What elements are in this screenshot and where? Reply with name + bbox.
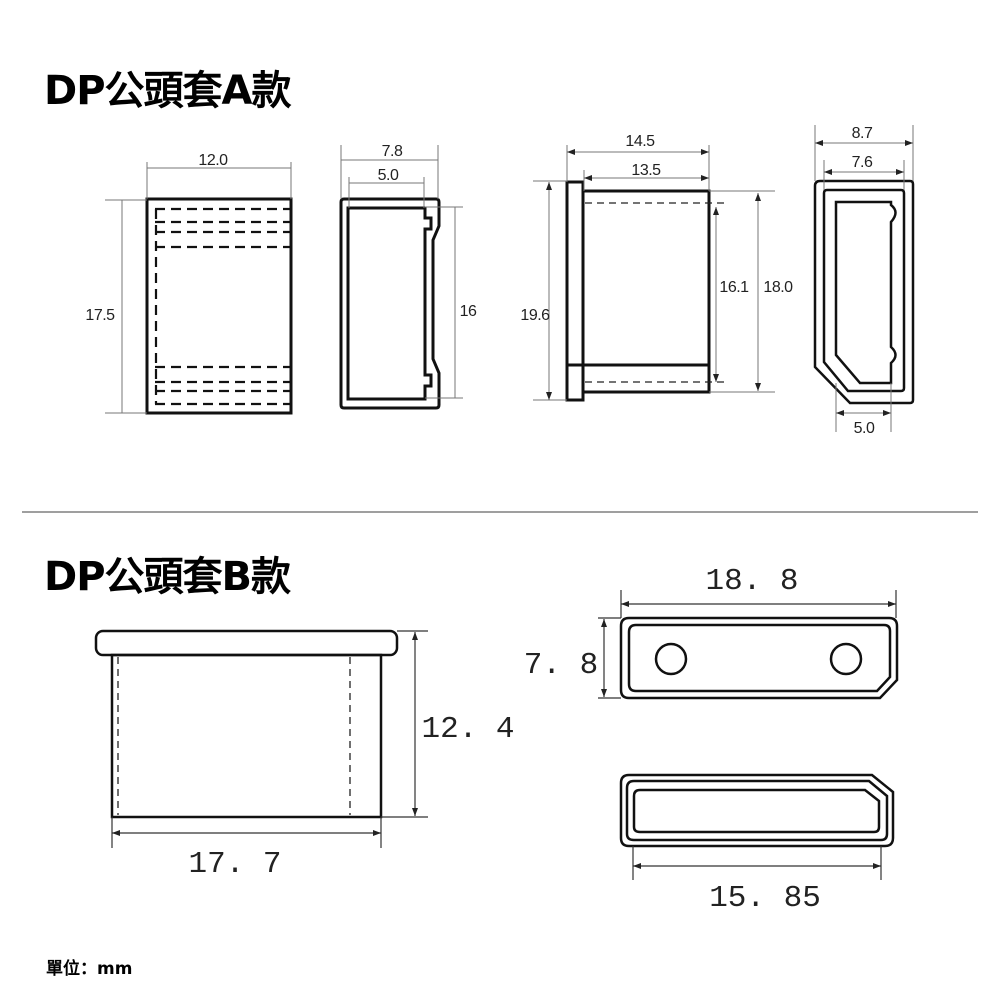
a-profile-flange-height-label: 19.6 [520,307,550,324]
a-side-inner-width-label: 5.0 [378,167,399,184]
b-top-width-label: 18. 8 [705,564,798,599]
a-side-height-label: 16 [460,303,477,320]
a-end-opening-width-label: 5.0 [854,420,875,437]
section-b-title: DP公頭套B款 [44,554,291,600]
a-profile-total-length-label: 14.5 [625,133,655,150]
a-side-outer-width-label: 7.8 [382,143,403,160]
a-side-view: 7.8 5.0 16 [339,143,478,410]
a-profile-view: 14.5 13.5 19.6 16.1 18.0 [520,133,794,402]
a-front-view: 12.0 17.5 [85,152,293,415]
a-end-inner-width-label: 7.6 [852,154,873,171]
a-profile-inner-height-label: 16.1 [719,279,749,296]
a-front-width-label: 12.0 [198,152,228,169]
unit-label: 單位：mm [46,959,133,979]
a-profile-body-length-label: 13.5 [631,162,661,179]
b-top-view: 18. 8 7. 8 [524,564,899,700]
b-end-view: 15. 85 [619,773,895,916]
b-side-height-label: 12. 4 [421,712,514,747]
b-end-width-label: 15. 85 [709,881,821,916]
a-end-view: 8.7 7.6 5.0 [813,125,915,437]
b-top-height-label: 7. 8 [524,648,598,683]
b-side-width-label: 17. 7 [188,847,281,882]
a-front-height-label: 17.5 [85,307,115,324]
a-profile-body-height-label: 18.0 [763,279,793,296]
b-side-view: 12. 4 17. 7 [94,629,515,882]
section-a-title: DP公頭套A款 [44,68,291,114]
a-end-outer-width-label: 8.7 [852,125,873,142]
